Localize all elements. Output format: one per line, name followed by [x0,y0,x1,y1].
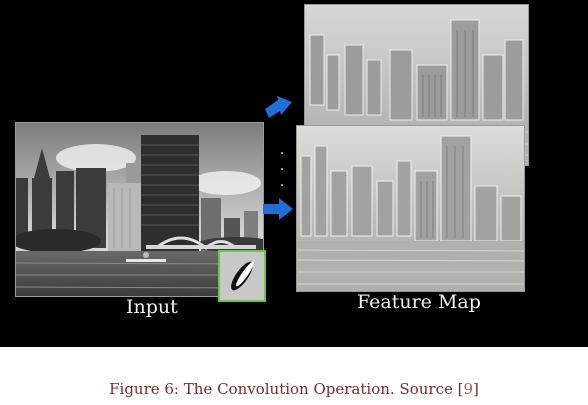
ellipsis-dot [281,184,283,186]
ellipsis-dot [281,152,283,154]
feature-map-front [296,125,525,292]
feature-map-front-image [297,126,524,291]
citation-link[interactable]: 9 [463,380,474,398]
figure-photo: Input Feature Map [0,0,588,347]
caption-text: Figure 6: The Convolution Operation. Sou… [109,380,464,398]
caption-close: ] [473,380,479,398]
ellipsis-dot [281,168,283,170]
figure-caption: Figure 6: The Convolution Operation. Sou… [0,380,588,398]
input-label: Input [126,296,178,318]
right-arrow-icon [265,96,292,118]
kernel-filter-icon [218,250,266,302]
right-arrow-icon [263,198,293,220]
feature-map-label: Feature Map [357,291,481,313]
